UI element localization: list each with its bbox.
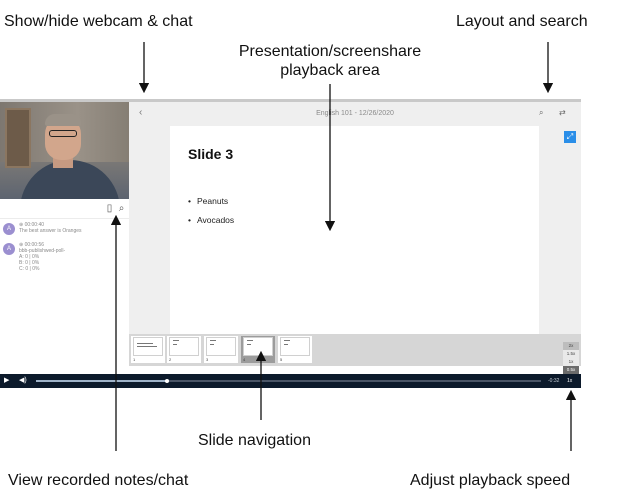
callout-playback-area-line1: Presentation/screenshare: [238, 43, 422, 60]
speed-button[interactable]: 1x: [567, 378, 573, 384]
thumbnail-text-line: [284, 340, 290, 341]
search-icon[interactable]: ⌕: [539, 108, 544, 117]
callout-recorded-notes: View recorded notes/chat: [8, 472, 189, 489]
thumbnail-text-line: [173, 344, 177, 345]
presentation-header: ‹ English 101 - 12/26/2020 ⌕ ⇄: [129, 102, 581, 124]
progress-fill: [36, 380, 168, 382]
progress-bar[interactable]: [36, 379, 541, 383]
slide-canvas: Slide 3 Peanuts Avocados: [170, 126, 539, 334]
chat-line: bbb-publishwed-poll-: [19, 248, 66, 254]
thumbnail-preview: [206, 337, 236, 356]
thumbnail-number: 2: [169, 357, 172, 362]
speed-option[interactable]: 1.5x: [566, 351, 576, 356]
thumbnail-text-line: [210, 340, 216, 341]
swap-icon[interactable]: ⇄: [559, 108, 566, 117]
chevron-left-icon[interactable]: ‹: [139, 107, 143, 118]
chat-line: B: 0 | 0%: [19, 260, 40, 266]
callout-layout-search: Layout and search: [456, 13, 588, 30]
thumbnail-preview: [133, 337, 163, 356]
presentation-area: ‹ English 101 - 12/26/2020 ⌕ ⇄ ⤢ Slide 3…: [129, 102, 581, 334]
player-top-border: [0, 99, 581, 102]
search-icon[interactable]: ⌕: [118, 203, 125, 214]
thumbnail-text-line: [247, 344, 251, 345]
time-remaining: -0:32: [548, 378, 560, 384]
speed-option-selected[interactable]: 0.5x: [563, 366, 579, 374]
webcam-person-hair: [45, 114, 81, 126]
chat-line: C: 0 | 0%: [19, 266, 40, 272]
thumbnail-text-line: [247, 340, 253, 341]
speed-option[interactable]: 2x: [563, 342, 579, 350]
chat-timestamp[interactable]: ⊕ 00:00:40: [19, 222, 45, 228]
speed-menu: 2x 1.5x 1x 0.5x: [563, 342, 579, 374]
callout-playback-area: Presentation/screenshare playback area: [222, 42, 438, 80]
avatar: A: [3, 223, 15, 235]
callout-playback-area-line2: playback area: [280, 62, 380, 79]
chat-message: A ⊕ 00:00:40 The best answer is Oranges: [3, 222, 125, 243]
notes-toolbar: ▯ ⌕: [0, 199, 129, 219]
notes-icon[interactable]: ▯: [106, 203, 113, 214]
avatar: A: [3, 243, 15, 255]
play-icon[interactable]: ▶: [4, 377, 10, 384]
slide-title: Slide 3: [188, 146, 234, 162]
thumbnail-number: 1: [133, 357, 136, 362]
slide-thumbnail[interactable]: 5: [278, 336, 312, 363]
chat-timestamp[interactable]: ⊕ 00:00:56: [19, 242, 45, 248]
slide-thumbnail[interactable]: 1: [131, 336, 165, 363]
chat-message: A ⊕ 00:00:56 bbb-publishwed-poll- A: 0 |…: [3, 242, 125, 277]
thumbnail-number: 3: [206, 357, 209, 362]
speed-option[interactable]: 1x: [568, 359, 574, 364]
thumbnail-text-line: [173, 340, 179, 341]
playback-player: ▯ ⌕ A ⊕ 00:00:40 The best answer is Oran…: [0, 99, 581, 389]
slide-thumbnail-active[interactable]: 4: [241, 336, 275, 363]
slide-thumbnail[interactable]: 2: [167, 336, 201, 363]
presentation-title: English 101 - 12/26/2020: [316, 110, 394, 117]
chat-text: The best answer is Oranges: [19, 228, 82, 234]
chat-line: The best answer is Oranges: [19, 228, 82, 234]
slide-bullets: Peanuts Avocados: [188, 192, 234, 230]
slide-thumbnail[interactable]: 3: [204, 336, 238, 363]
chat-text: bbb-publishwed-poll- A: 0 | 0% B: 0 | 0%…: [19, 248, 65, 272]
slide-bullet: Avocados: [188, 211, 234, 230]
thumbnail-text-line: [137, 343, 153, 344]
thumbnail-text-line: [210, 344, 214, 345]
thumbnail-preview: [169, 337, 199, 356]
thumbnail-number: 4: [243, 357, 246, 362]
callout-playback-speed: Adjust playback speed: [410, 472, 571, 489]
slide-bullet: Peanuts: [188, 192, 234, 211]
thumbnail-number: 5: [280, 357, 283, 362]
webcam-video[interactable]: [0, 102, 129, 199]
progress-handle[interactable]: [165, 379, 170, 383]
callout-webcam-chat: Show/hide webcam & chat: [4, 13, 193, 30]
chat-line: A: 0 | 0%: [19, 254, 40, 260]
webcam-door: [5, 108, 31, 168]
slide-navigation: 1 2 3 4: [129, 334, 581, 366]
thumbnail-text-line: [137, 346, 157, 347]
thumbnail-text-line: [284, 344, 288, 345]
thumbnail-preview: [243, 337, 273, 356]
thumbnail-preview: [280, 337, 310, 356]
playback-controls: ▶ ◀) -0:32 1x: [0, 374, 581, 388]
volume-icon[interactable]: ◀): [19, 377, 27, 384]
webcam-person-glasses: [49, 130, 77, 137]
left-panel: ▯ ⌕ A ⊕ 00:00:40 The best answer is Oran…: [0, 102, 129, 374]
fullscreen-icon[interactable]: ⤢: [564, 131, 576, 143]
callout-slide-navigation: Slide navigation: [198, 432, 311, 449]
